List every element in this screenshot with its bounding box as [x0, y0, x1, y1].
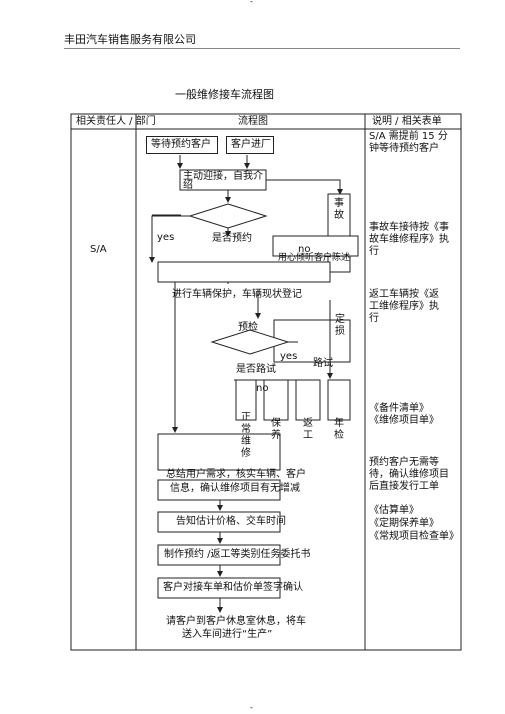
col-header-role: 相关责任人 / 部门: [76, 116, 156, 127]
yes-label-1: yes: [157, 232, 175, 243]
note-3-line-2: 工维修程序》执: [369, 301, 439, 312]
decision-appoint-shape: [188, 203, 268, 229]
note-6-line-2: 《定期保养单》: [369, 518, 439, 529]
table-frame: [70, 113, 462, 651]
summary-box-frame: [157, 433, 281, 471]
estimate-label: 告知估计价格、交车时间: [176, 516, 286, 527]
branch-return-label: 返工: [303, 418, 313, 441]
start-walkin-box: 客户进厂: [226, 136, 274, 154]
summary-label-1: 总结用户需求，核实车辆、客户: [166, 469, 306, 480]
consult-label: 用心倾听客户陈述: [278, 253, 351, 263]
note-1-line-1: S/A 需提前 15 分: [369, 131, 448, 142]
final-label-1: 请客户到客户休息室休息，将车: [166, 616, 306, 627]
note-3-line-1: 返工车辆按《返: [369, 289, 439, 300]
note-2-line-2: 故车维修程序》执: [369, 234, 449, 245]
note-2-line-1: 事故车接待按《事: [369, 222, 449, 233]
start-waiting-box: 等待预约客户: [146, 136, 218, 154]
register-label: 进行车辆保护，车辆现状登记: [172, 289, 302, 300]
branch-inspect-label: 年检: [334, 418, 344, 441]
page-mark-top: -: [250, 0, 253, 6]
note-6-line-1: 《估算单》: [369, 505, 419, 516]
branch-box-maint: [263, 379, 289, 421]
decision-appoint-label: 是否预约: [212, 233, 252, 244]
order-label: 制作预约 /返工等类别任务委托书: [164, 549, 311, 560]
note-1-line-2: 钟等待预约客户: [369, 143, 439, 154]
confirm-label: 客户对接车单和估价单签字确认: [163, 582, 303, 593]
register-box-frame: [157, 261, 331, 283]
header-rule: [64, 48, 460, 49]
note-5-line-1: 预约客户无需等: [369, 457, 439, 468]
note-3-line-3: 行: [369, 313, 379, 324]
yes-label-2: yes: [280, 351, 298, 362]
note-4-line-2: 《维修项目单》: [369, 415, 439, 426]
consult-box-frame: [272, 235, 359, 257]
branch-box-normal: [235, 379, 257, 421]
branch-maint-label: 保养: [271, 418, 281, 441]
col-header-flow: 流程图: [238, 116, 268, 127]
note-4-line-1: 《备件清单》: [369, 403, 429, 414]
fixed-label: 定损: [335, 314, 345, 337]
role-sa: S/A: [90, 244, 107, 255]
no-label-1: no: [298, 244, 311, 255]
branch-normal-label: 正常维修: [241, 412, 251, 459]
decision-road-label: 是否路试: [236, 364, 276, 375]
page-mark-bottom: -: [250, 703, 253, 712]
note-2-line-3: 行: [369, 246, 379, 257]
arrow-greet-accident: [266, 179, 343, 195]
note-6-line-3: 《常规项目检查单》: [369, 531, 459, 542]
decision-road-shape: [210, 329, 290, 355]
start-waiting-label: 等待预约客户: [151, 139, 211, 150]
summary-box-lower-frame: [157, 479, 281, 501]
confirm-box-frame: [157, 577, 281, 599]
note-5-line-2: 待，确认维修项目: [369, 469, 449, 480]
estimate-box-frame: [157, 511, 281, 533]
no-label-2: no: [256, 383, 269, 394]
final-label-2: 送入车间进行“生产”: [182, 629, 273, 640]
accident-label: 事故: [334, 198, 344, 221]
road-label: 路试: [313, 358, 333, 369]
order-box-frame: [157, 544, 281, 566]
greet-label: 主动迎接，自我介绍: [183, 171, 263, 191]
note-5-line-3: 后直接发行工单: [369, 481, 439, 492]
arrow-yes-left: [149, 215, 190, 263]
company-name: 丰田汽车销售服务有限公司: [64, 33, 196, 46]
decision-pre-label: 预检: [238, 322, 258, 333]
summary-label-2: 信息，确认维修项目有无增减: [170, 483, 300, 494]
start-walkin-label: 客户进厂: [231, 139, 271, 150]
branch-box-inspect: [327, 379, 351, 421]
page-title: 一般维修接车流程图: [175, 88, 274, 101]
fixed-box-frame: [273, 319, 351, 363]
col-header-note: 说明 / 相关表单: [372, 116, 442, 127]
branch-box-return: [295, 379, 321, 421]
